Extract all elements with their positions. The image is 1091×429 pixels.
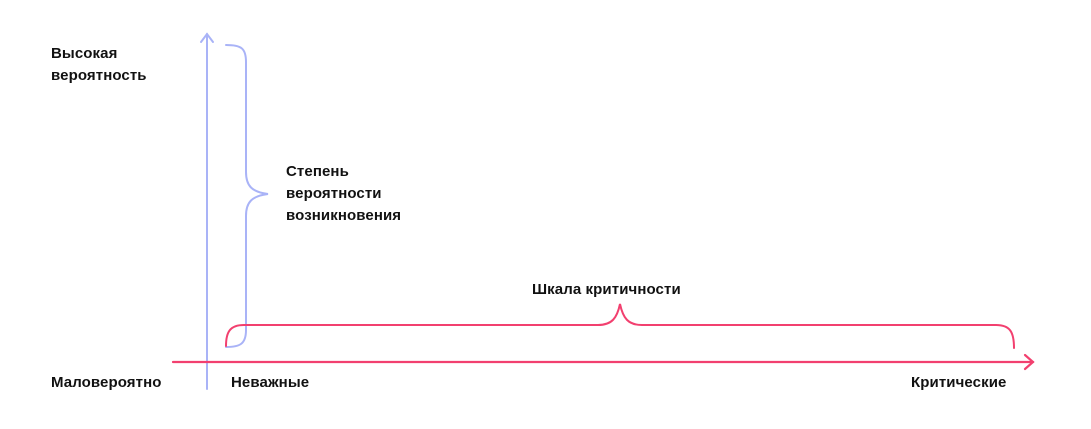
severity-axis bbox=[171, 353, 1035, 371]
probability-axis bbox=[200, 32, 214, 390]
unlikely-label: Маловероятно bbox=[51, 374, 162, 391]
critical-label: Критические bbox=[911, 374, 1007, 391]
severity-brace bbox=[225, 303, 1015, 349]
probability-degree-label: Степень вероятности возникновения bbox=[286, 163, 402, 224]
probability-arrowhead-icon bbox=[200, 32, 214, 43]
severity-scale-label: Шкала критичности bbox=[532, 281, 681, 298]
probability-brace bbox=[225, 44, 269, 348]
high-probability-label: Высокая вероятность bbox=[51, 45, 147, 84]
severity-arrowhead-icon bbox=[1023, 353, 1035, 371]
unimportant-label: Неважные bbox=[231, 374, 310, 391]
